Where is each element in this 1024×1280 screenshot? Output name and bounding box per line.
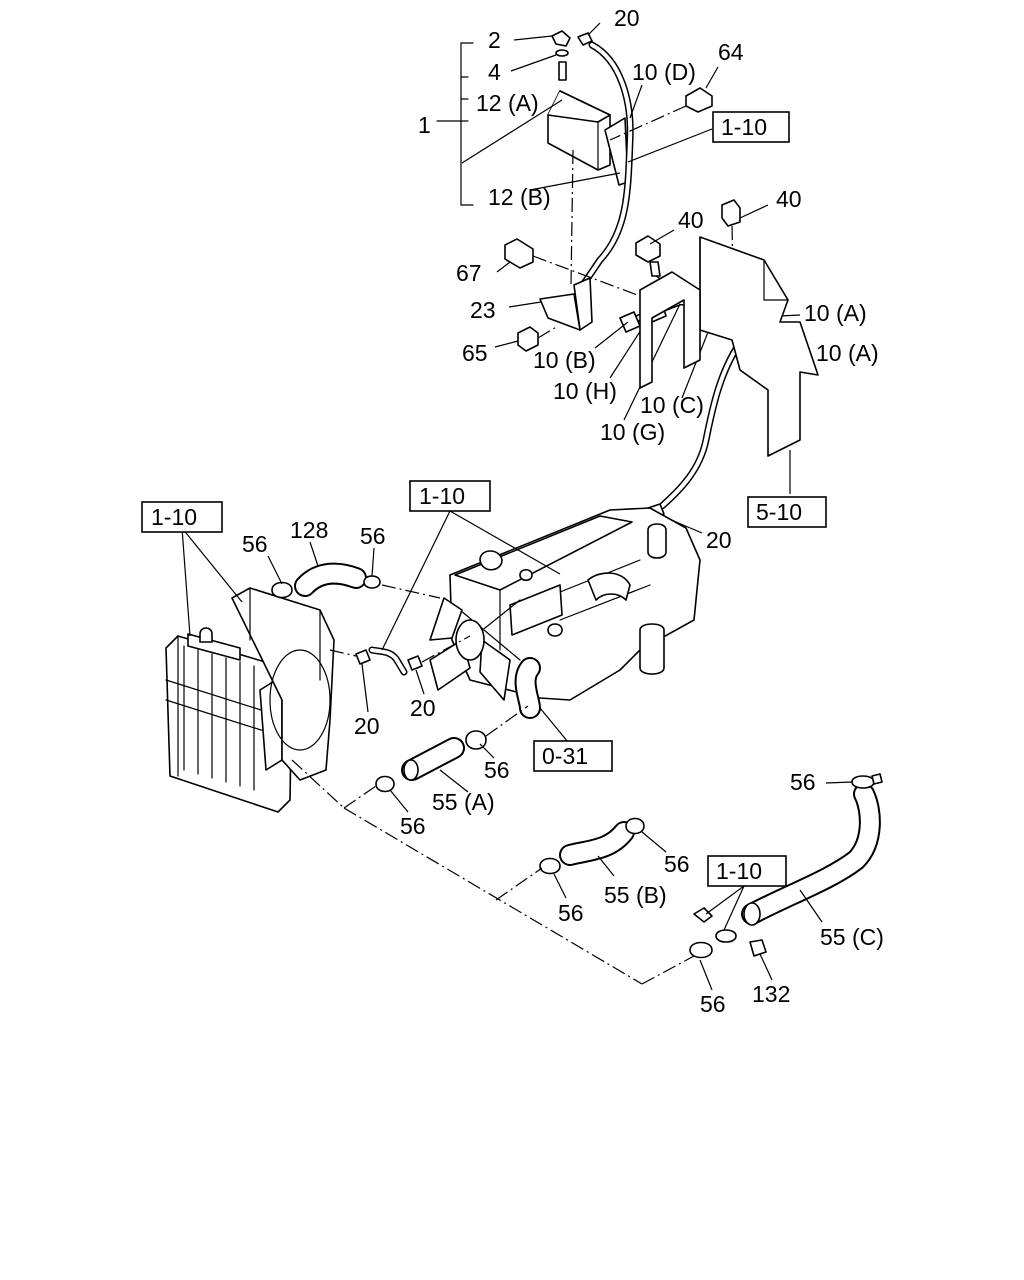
hose-55c <box>741 773 883 926</box>
label-132: 132 <box>752 981 790 1007</box>
ref-label-3: 1-10 <box>419 483 465 509</box>
label-56-e: 56 <box>790 769 816 795</box>
ref-label-5: 5-10 <box>756 499 802 525</box>
ref-label-1: 1-10 <box>721 114 767 140</box>
ref-label-4: 1-10 <box>716 858 762 884</box>
label-56-c: 56 <box>484 757 510 783</box>
hose-55b <box>539 817 667 899</box>
label-56-h: 56 <box>700 991 726 1017</box>
small-lines <box>329 510 561 713</box>
radiator <box>165 527 335 813</box>
mounting-bracket <box>494 238 641 352</box>
label-65: 65 <box>462 340 488 366</box>
label-20-top: 20 <box>614 5 640 31</box>
body-panel <box>639 236 819 494</box>
label-12b: 12 (B) <box>488 184 551 210</box>
label-67: 67 <box>456 260 482 286</box>
label-40-left: 40 <box>678 207 704 233</box>
label-20-d: 20 <box>410 695 436 721</box>
reservoir-assembly <box>436 22 719 289</box>
label-10a-top: 10 (A) <box>804 300 867 326</box>
label-20-c: 20 <box>354 713 380 739</box>
label-10g: 10 (G) <box>600 419 665 445</box>
label-56-d: 56 <box>400 813 426 839</box>
label-56-b: 56 <box>360 523 386 549</box>
label-23: 23 <box>470 297 496 323</box>
ref-box-3: 1-10 <box>409 480 491 512</box>
label-55c: 55 (C) <box>820 924 884 950</box>
label-55b: 55 (B) <box>604 882 667 908</box>
label-1: 1 <box>418 112 431 138</box>
label-128: 128 <box>290 517 328 543</box>
ref-label-2: 1-10 <box>151 504 197 530</box>
label-40-right: 40 <box>776 186 802 212</box>
label-10d: 10 (D) <box>632 59 696 85</box>
ref-box-4: 1-10 <box>707 855 787 887</box>
ref-box-2: 1-10 <box>141 501 223 533</box>
ref-box-6: 0-31 <box>533 740 613 772</box>
hose-bracket-lower <box>689 885 773 991</box>
hose-55a <box>375 705 529 813</box>
engine <box>429 507 701 743</box>
label-64: 64 <box>718 39 744 65</box>
ref-box-1: 1-10 <box>712 111 790 143</box>
phantom-lines <box>291 759 695 985</box>
label-20-mid: 20 <box>706 527 732 553</box>
part-labels: 2 4 12 (A) 1 12 (B) 20 10 (D) 64 40 40 6… <box>242 5 884 1017</box>
hose-128 <box>267 541 441 599</box>
label-56-g: 56 <box>558 900 584 926</box>
label-55a: 55 (A) <box>432 789 495 815</box>
label-56-a: 56 <box>242 531 268 557</box>
label-56-f: 56 <box>664 851 690 877</box>
label-10c: 10 (C) <box>640 392 704 418</box>
ref-label-6: 0-31 <box>542 743 588 769</box>
label-10h: 10 (H) <box>553 378 617 404</box>
ref-box-5: 5-10 <box>747 496 827 528</box>
label-10b: 10 (B) <box>533 347 596 373</box>
label-2: 2 <box>488 27 501 53</box>
label-4: 4 <box>488 59 501 85</box>
label-10a-bottom: 10 (A) <box>816 340 879 366</box>
label-12a: 12 (A) <box>476 90 539 116</box>
